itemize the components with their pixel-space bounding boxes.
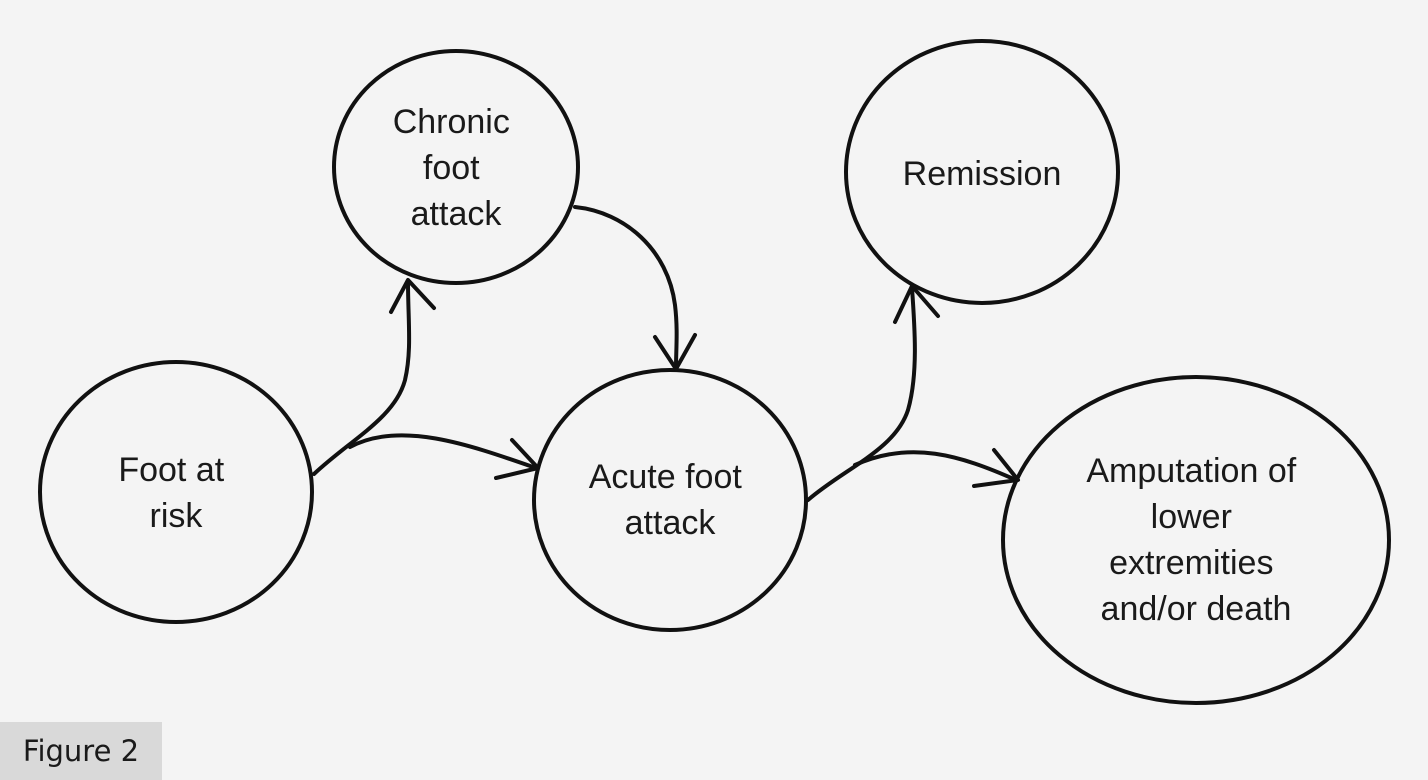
edge-foot-at-risk-to-chronic xyxy=(312,278,436,476)
edge-acute-to-amputation xyxy=(853,448,1020,488)
node-foot-at-risk-label: Foot at risk xyxy=(118,451,233,535)
node-amputation-label: Amputation of lower extremities and/or d… xyxy=(1086,452,1305,628)
edge-acute-to-remission-arrowhead xyxy=(893,284,940,324)
figure-label: Figure 2 xyxy=(0,722,162,780)
node-foot-at-risk: Foot at risk xyxy=(38,360,314,624)
edge-acute-to-amputation-line xyxy=(853,450,1018,482)
edge-foot-at-risk-to-chronic-line xyxy=(312,280,412,476)
node-amputation: Amputation of lower extremities and/or d… xyxy=(1001,375,1391,705)
edge-chronic-to-acute xyxy=(573,205,697,371)
edge-acute-to-amputation-arrowhead xyxy=(972,448,1020,488)
edge-acute-to-remission xyxy=(806,284,940,502)
node-foot-at-risk-circle xyxy=(38,360,314,624)
edge-foot-at-risk-to-acute-line xyxy=(348,433,538,470)
node-acute-foot-attack-circle xyxy=(532,368,808,632)
node-acute-foot-attack-label: Acute foot attack xyxy=(589,458,752,542)
edge-acute-to-remission-line xyxy=(806,286,917,502)
node-remission-label: Remission xyxy=(903,155,1062,193)
node-amputation-circle xyxy=(1001,375,1391,705)
edge-foot-at-risk-to-chronic-arrowhead xyxy=(389,278,436,314)
node-remission: Remission xyxy=(844,39,1120,305)
node-chronic-foot-attack-circle xyxy=(332,49,580,285)
edge-foot-at-risk-to-acute xyxy=(348,433,540,480)
node-chronic-foot-attack: Chronic foot attack xyxy=(332,49,580,285)
edge-chronic-to-acute-line xyxy=(573,205,679,369)
edge-foot-at-risk-to-acute-arrowhead xyxy=(494,438,540,480)
node-chronic-foot-attack-label: Chronic foot attack xyxy=(393,103,520,233)
node-remission-circle xyxy=(844,39,1120,305)
edge-chronic-to-acute-arrowhead xyxy=(653,333,697,371)
node-acute-foot-attack: Acute foot attack xyxy=(532,368,808,632)
